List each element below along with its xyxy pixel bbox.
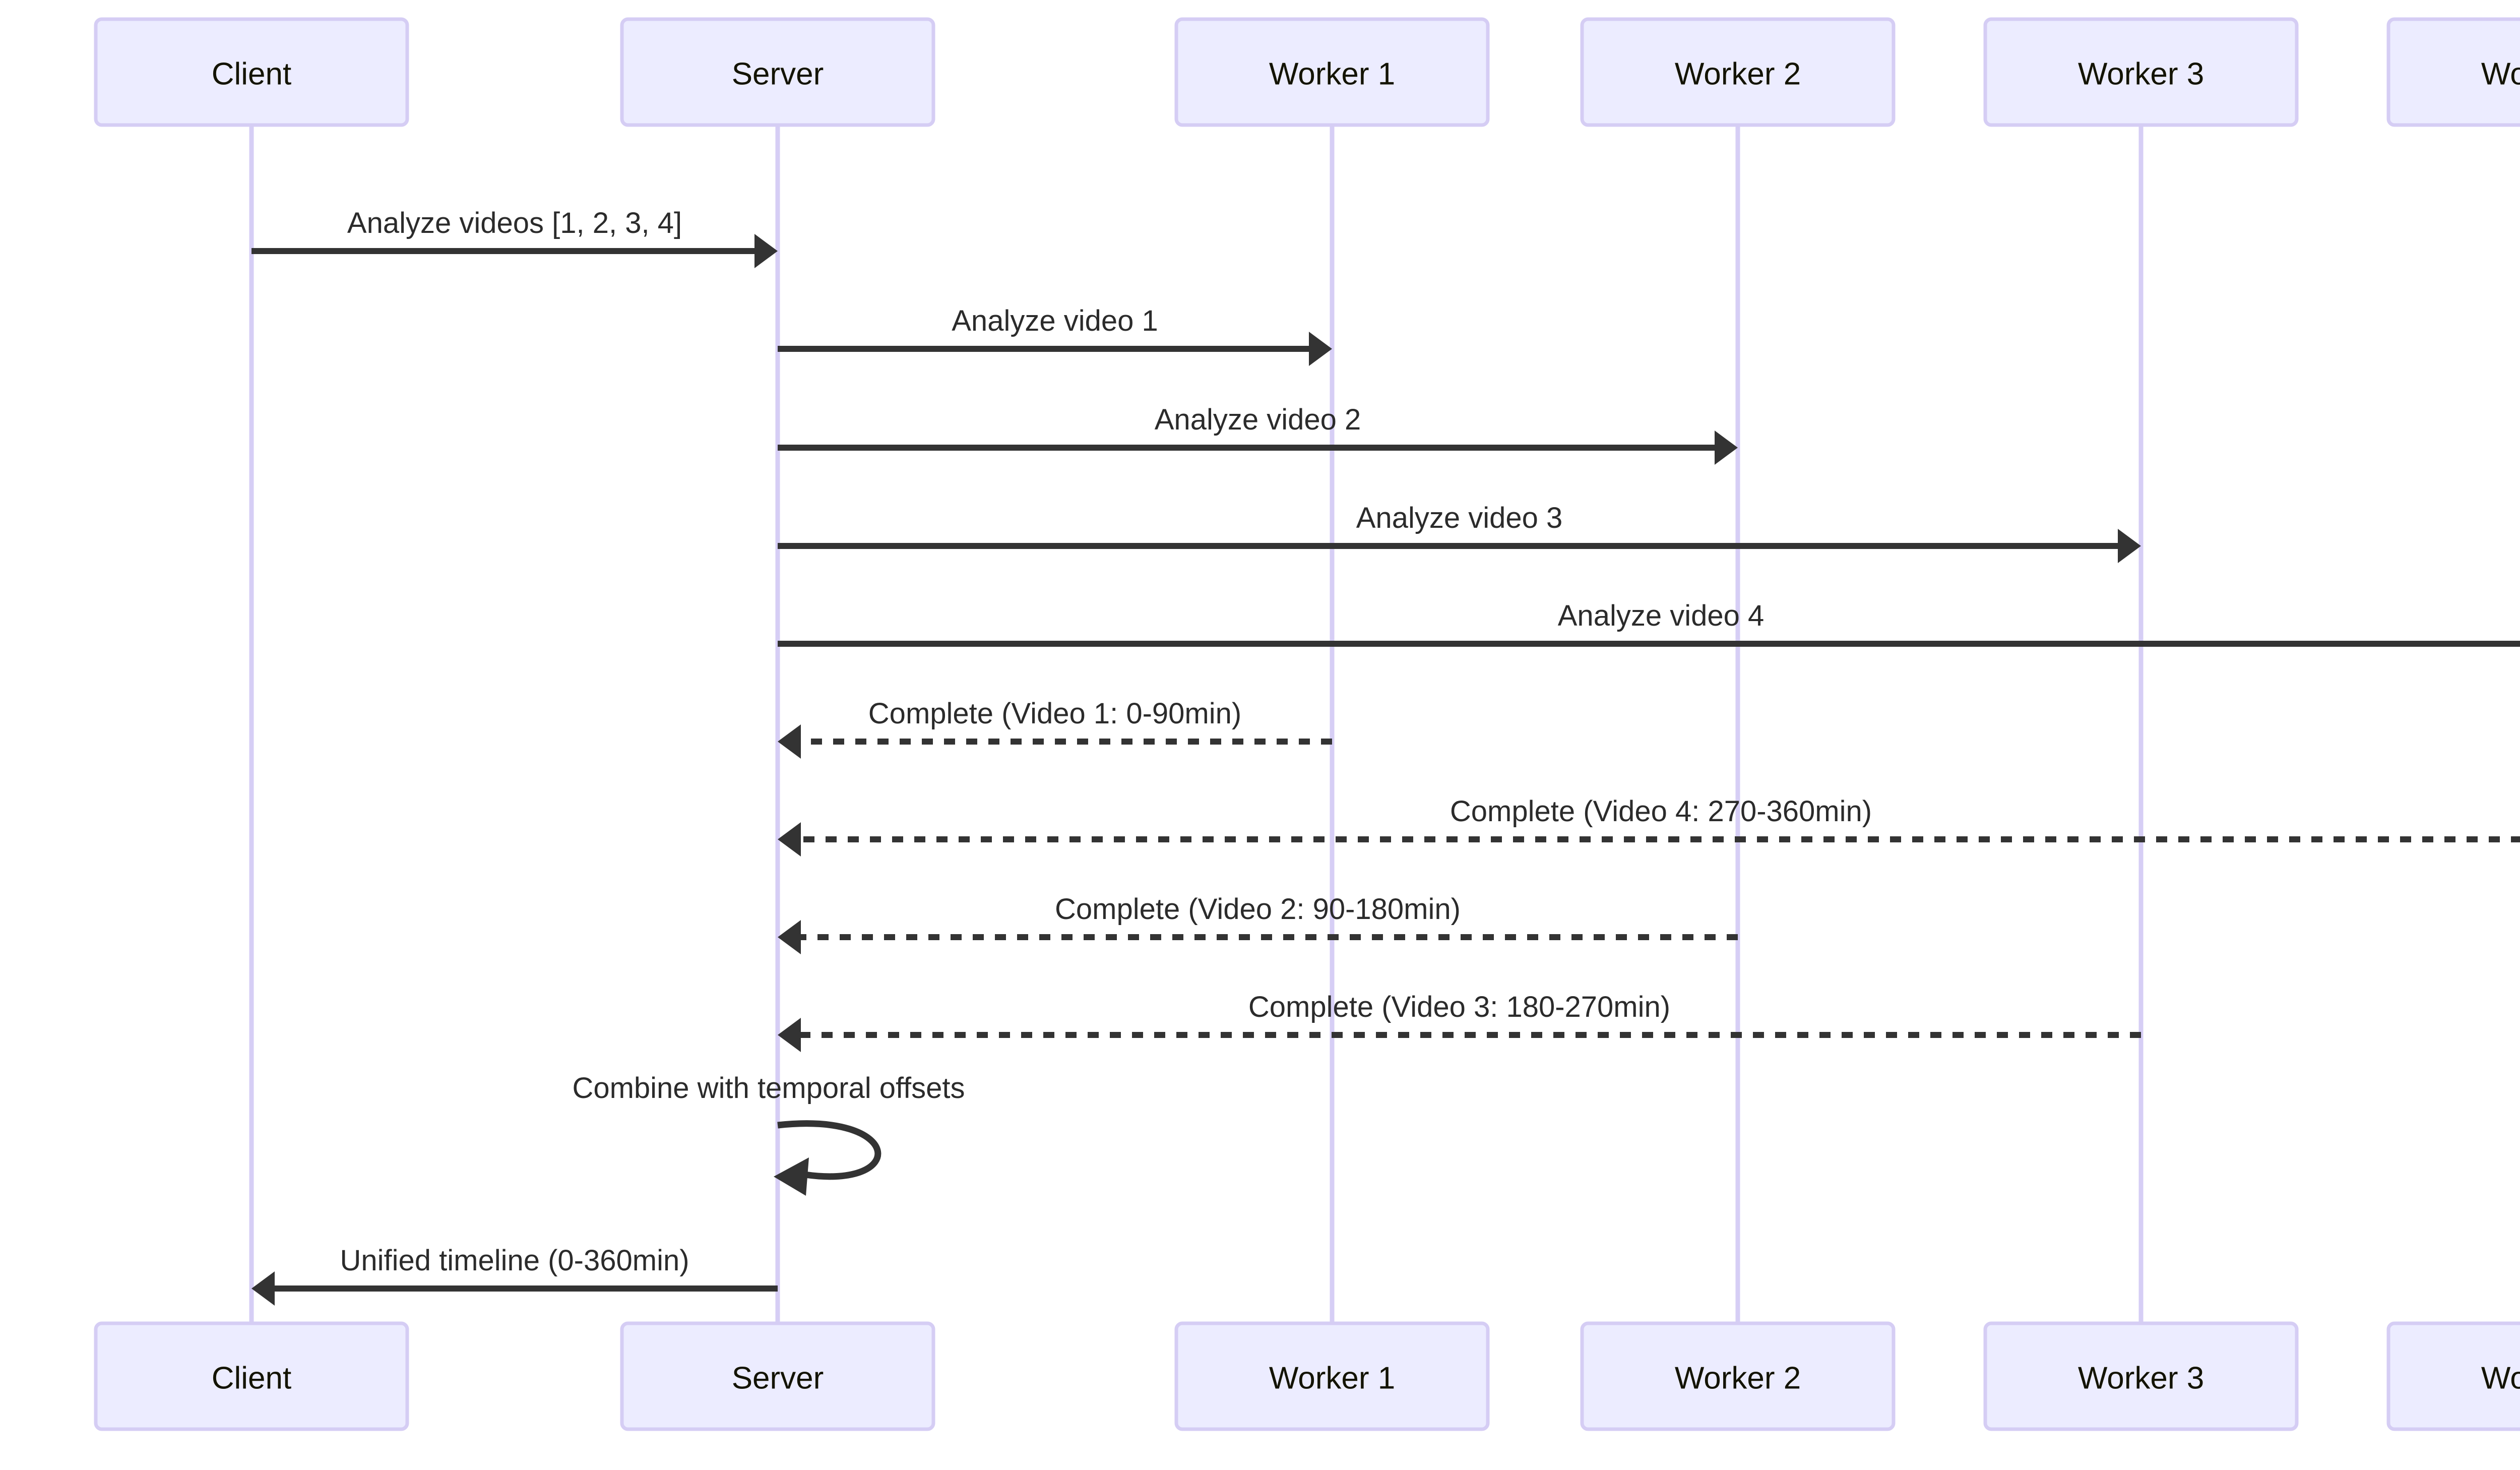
actor-label-client-top: Client	[212, 57, 292, 92]
lifelines-group	[249, 125, 2144, 1323]
actor-box-client-bottom[interactable]	[94, 1321, 409, 1431]
self-message-arrowhead	[774, 1157, 809, 1196]
message-label-m11: Unified timeline (0-360min)	[340, 1244, 689, 1277]
actor-box-worker1-top[interactable]	[1174, 17, 1490, 127]
actor-boxes-top: Client Server Worker 1 Worker 2 Worker 3 Work…	[94, 17, 2520, 127]
actor-box-server-bottom[interactable]	[620, 1321, 935, 1431]
actor-client-bottom[interactable]: Client	[94, 1321, 409, 1431]
actor-label-worker4-bottom: Worker 4	[2481, 1361, 2520, 1396]
message-label-m8: Complete (Video 2: 90-180min)	[1055, 893, 1461, 926]
message-arrowhead-m4	[2118, 529, 2141, 563]
message-m2[interactable]: Analyze video 1	[778, 304, 1332, 366]
message-arrowhead-m7	[778, 822, 801, 856]
message-label-m4: Analyze video 3	[1356, 502, 1562, 534]
actor-client-top[interactable]: Client	[94, 17, 409, 127]
message-arrowhead-m1	[754, 234, 778, 268]
message-m8[interactable]: Complete (Video 2: 90-180min)	[778, 893, 1738, 954]
actor-worker2-bottom[interactable]: Worker 2	[1580, 1321, 1896, 1431]
message-m5[interactable]: Analyze video 4	[778, 599, 2520, 661]
actor-label-worker1-bottom: Worker 1	[1269, 1361, 1395, 1396]
message-arrowhead-m6	[778, 724, 801, 759]
actor-label-worker1-top: Worker 1	[1269, 57, 1395, 92]
actor-box-worker3-top[interactable]	[1983, 17, 2299, 127]
self-message-m10[interactable]: Combine with temporal offsets	[572, 1072, 965, 1196]
actor-label-worker3-bottom: Worker 3	[2078, 1361, 2204, 1396]
messages-group: Analyze videos [1, 2, 3, 4] Analyze video…	[251, 207, 2520, 1306]
actor-box-worker4-bottom[interactable]	[2386, 1321, 2520, 1431]
message-arrowhead-m2	[1309, 332, 1332, 366]
actor-label-worker2-top: Worker 2	[1675, 57, 1801, 92]
message-label-m5: Analyze video 4	[1558, 599, 1764, 632]
message-m4[interactable]: Analyze video 3	[778, 502, 2141, 563]
message-m7[interactable]: Complete (Video 4: 270-360min)	[778, 795, 2520, 856]
message-arrowhead-m8	[778, 920, 801, 954]
message-arrowhead-m3	[1715, 431, 1738, 465]
message-m11[interactable]: Unified timeline (0-360min)	[251, 1244, 778, 1306]
actor-box-worker4-top[interactable]	[2386, 17, 2520, 127]
message-m3[interactable]: Analyze video 2	[778, 403, 1738, 465]
actor-box-worker1-bottom[interactable]	[1174, 1321, 1490, 1431]
message-label-m6: Complete (Video 1: 0-90min)	[868, 697, 1241, 730]
actor-worker1-bottom[interactable]: Worker 1	[1174, 1321, 1490, 1431]
actor-worker4-top[interactable]: Worker 4	[2386, 17, 2520, 127]
message-arrowhead-m11	[251, 1271, 275, 1306]
actor-worker3-bottom[interactable]: Worker 3	[1983, 1321, 2299, 1431]
actor-box-server-top[interactable]	[620, 17, 935, 127]
message-label-m1: Analyze videos [1, 2, 3, 4]	[347, 207, 682, 239]
actor-label-worker3-top: Worker 3	[2078, 57, 2204, 92]
actor-label-worker2-bottom: Worker 2	[1675, 1361, 1801, 1396]
actor-box-worker2-bottom[interactable]	[1580, 1321, 1896, 1431]
actor-worker2-top[interactable]: Worker 2	[1580, 17, 1896, 127]
actor-label-server-bottom: Server	[732, 1361, 824, 1396]
message-label-m9: Complete (Video 3: 180-270min)	[1248, 991, 1670, 1023]
actor-boxes-bottom: Client Server Worker 1 Worker 2 Worker 3 Work…	[94, 1321, 2520, 1431]
actor-server-bottom[interactable]: Server	[620, 1321, 935, 1431]
actor-label-client-bottom: Client	[212, 1361, 292, 1396]
actor-box-worker3-bottom[interactable]	[1983, 1321, 2299, 1431]
message-arrowhead-m9	[778, 1018, 801, 1052]
message-label-m2: Analyze video 1	[952, 304, 1158, 337]
self-message-label: Combine with temporal offsets	[572, 1072, 965, 1105]
message-label-m7: Complete (Video 4: 270-360min)	[1450, 795, 1872, 828]
message-m6[interactable]: Complete (Video 1: 0-90min)	[778, 697, 1332, 759]
message-m1[interactable]: Analyze videos [1, 2, 3, 4]	[251, 207, 778, 268]
actor-box-client-top[interactable]	[94, 17, 409, 127]
actor-worker4-bottom[interactable]: Worker 4	[2386, 1321, 2520, 1431]
message-label-m3: Analyze video 2	[1155, 403, 1361, 436]
actor-server-top[interactable]: Server	[620, 17, 935, 127]
message-m9[interactable]: Complete (Video 3: 180-270min)	[778, 991, 2141, 1052]
actor-worker1-top[interactable]: Worker 1	[1174, 17, 1490, 127]
self-message-arc	[777, 1120, 881, 1180]
actor-worker3-top[interactable]: Worker 3	[1983, 17, 2299, 127]
actor-label-worker4-top: Worker 4	[2481, 57, 2520, 92]
actor-label-server-top: Server	[732, 57, 824, 92]
actor-box-worker2-top[interactable]	[1580, 17, 1896, 127]
